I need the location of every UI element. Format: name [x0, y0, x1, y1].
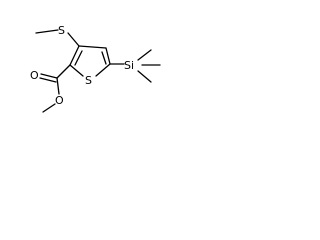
methyl-ester-group: [39, 64, 71, 113]
bond-sme-ch3: [35, 29, 59, 34]
atom-label-o-carbonyl: O: [30, 69, 39, 82]
atom-label-s-ring: S: [85, 74, 92, 87]
bond-c2-s1: [69, 64, 84, 77]
bond-si-ch3-top: [137, 49, 152, 61]
bond-c5-s1: [95, 63, 111, 77]
bond-c2-ccarbonyl: [56, 64, 71, 79]
atom-label-si: Si: [124, 59, 134, 72]
bond-ccarbonyl-oester: [56, 77, 60, 95]
bond-c4-c5-inner: [101, 51, 107, 65]
atom-label-o-ester: O: [55, 94, 64, 107]
bond-c3-sme: [67, 32, 80, 47]
bond-c4-c5: [105, 47, 111, 65]
bond-carbonyl-o-1: [40, 73, 58, 79]
bond-c3-c2-inner: [74, 50, 83, 66]
trimethylsilyl-group: [109, 49, 161, 83]
chemical-structure-diagram: S S Si O O: [30, 24, 161, 113]
bond-carbonyl-o-2: [39, 77, 57, 83]
bond-c3-c4: [78, 45, 107, 49]
bond-si-ch3-bottom: [137, 70, 152, 83]
bond-c3-c2: [69, 45, 80, 66]
atom-label-s-thioether: S: [58, 24, 65, 37]
bond-oester-ch3: [42, 103, 56, 113]
methylthio-group: [35, 29, 80, 47]
thiophene-ring: [69, 45, 111, 77]
